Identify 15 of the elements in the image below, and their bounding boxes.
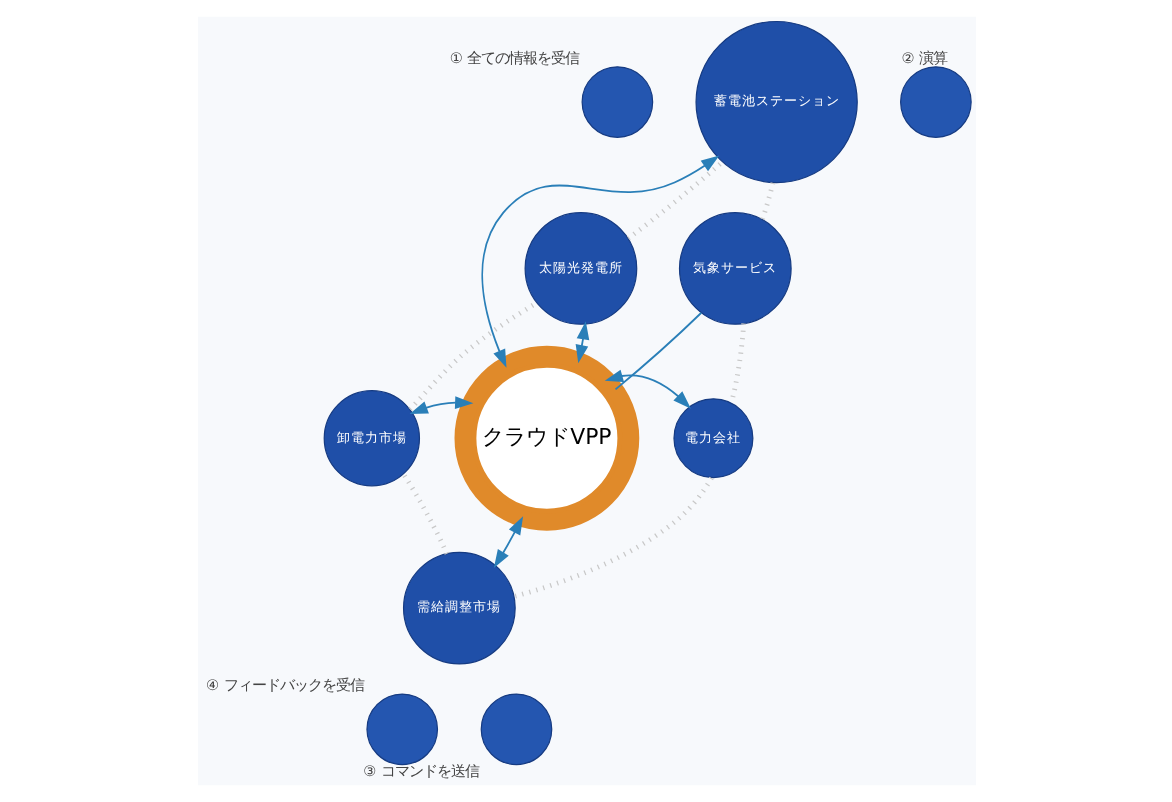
node-circle [479, 693, 552, 766]
node-circle [580, 66, 653, 138]
arrow [603, 369, 690, 409]
connector [625, 160, 723, 241]
connector [407, 300, 538, 411]
connector [400, 472, 449, 555]
connector [613, 311, 702, 391]
arrow [480, 155, 719, 368]
arrow [574, 321, 589, 364]
node-circle [899, 66, 971, 138]
node-circle [365, 693, 438, 766]
arrow [492, 516, 523, 568]
connector [512, 476, 713, 599]
connector [759, 182, 775, 221]
arrow [408, 396, 473, 414]
